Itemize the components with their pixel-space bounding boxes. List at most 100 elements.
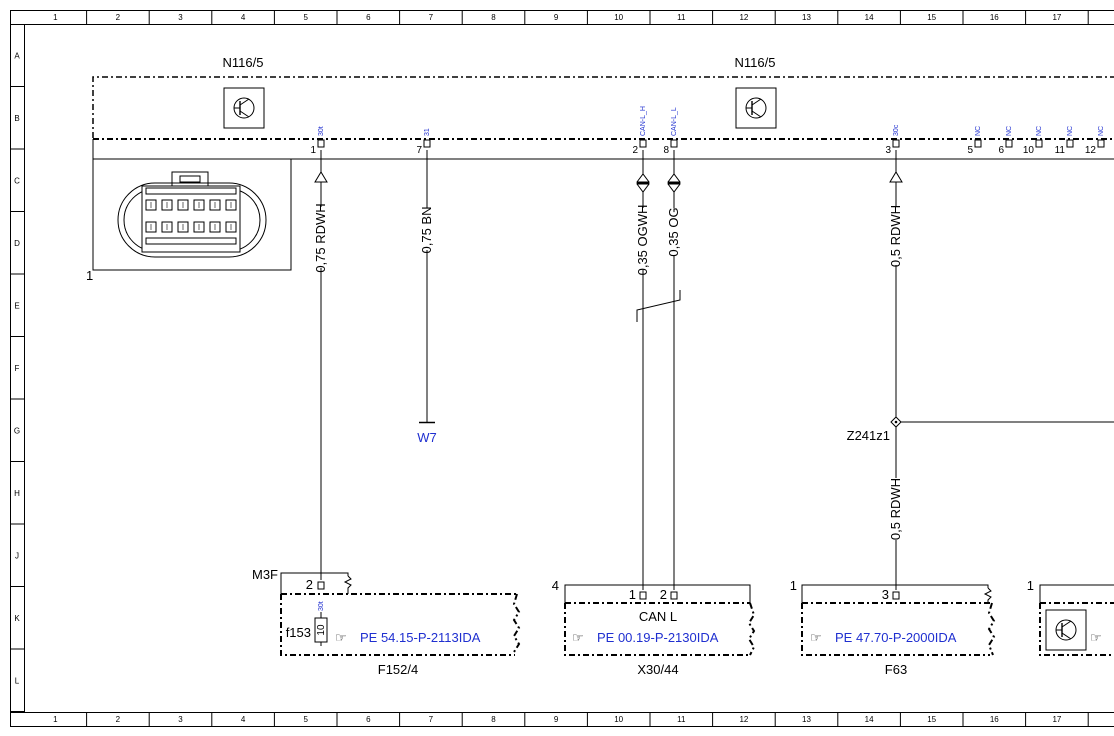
x30-ref-link[interactable]: PE 00.19-P-2130IDA xyxy=(597,630,719,645)
wire-label-1: 0,75 RDWH xyxy=(313,203,328,272)
pin-terminal xyxy=(1035,139,1043,148)
pin-terminal xyxy=(974,139,982,148)
svg-text:☞: ☞ xyxy=(1090,630,1102,645)
grid-column-label: 16 xyxy=(990,13,999,22)
wire-labels: 0,75 RDWH 0,75 BN 0,35 OGWH 0,35 OG 0,5 … xyxy=(313,203,903,540)
grid-column-label: 10 xyxy=(614,13,623,22)
pin-signal: NC xyxy=(975,126,982,136)
pin-number: 10 xyxy=(1023,145,1035,156)
x30-pin1: 1 xyxy=(629,587,636,602)
grid-row-label: F xyxy=(15,364,20,373)
wire-label-8: 0,35 OG xyxy=(666,207,681,256)
grid-column-label: 4 xyxy=(241,13,246,22)
m3f-label: M3F xyxy=(252,567,278,582)
pin-signal: CAN-L_H xyxy=(640,106,647,136)
connector-plug-icon xyxy=(117,171,267,258)
pin-terminal xyxy=(1005,139,1013,148)
pin-number: 6 xyxy=(998,145,1004,156)
grid-column-label: 17 xyxy=(1052,715,1061,724)
sheet-frame xyxy=(10,10,1114,727)
right-partial-component: 1 ☞ xyxy=(1027,578,1114,656)
pin-terminal xyxy=(892,139,900,148)
x30-pin2: 2 xyxy=(660,587,667,602)
grid-row-label: G xyxy=(14,426,20,435)
grid-row-label: D xyxy=(14,239,20,248)
grid-column-label: 6 xyxy=(366,13,371,22)
grid-row-label: A xyxy=(14,51,20,60)
pin-number: 12 xyxy=(1085,145,1097,156)
grid-column-label: 8 xyxy=(491,13,496,22)
splice-point: Z241z1 xyxy=(847,416,902,443)
right-count-label: 1 xyxy=(1027,578,1034,593)
grid-row-label: H xyxy=(14,489,20,498)
pin-terminal xyxy=(1066,139,1074,148)
grid-column-label: 14 xyxy=(865,715,874,724)
x30-count-label: 4 xyxy=(552,578,559,593)
grid-column-label: 11 xyxy=(677,715,686,724)
pin-signal: NC xyxy=(1067,126,1074,136)
n116-5-module: N116/5 N116/5 1 xyxy=(86,55,1114,283)
grid-row-label: B xyxy=(14,114,19,123)
grid-column-label: 3 xyxy=(178,13,183,22)
reference-hand-icon: ☞ xyxy=(810,630,822,645)
x30-44-label: X30/44 xyxy=(637,662,678,677)
wires xyxy=(320,150,1114,590)
pin-terminal xyxy=(1097,139,1105,148)
f63-label: F63 xyxy=(885,662,907,677)
pin-terminal xyxy=(670,139,678,148)
electronic-module-icon xyxy=(223,87,265,129)
grid-column-label: 3 xyxy=(178,715,183,724)
f152-pin-number: 2 xyxy=(306,577,313,592)
pin-signal: NC xyxy=(1006,126,1013,136)
pin-number: 8 xyxy=(663,145,669,156)
grid-row-label: J xyxy=(15,551,19,560)
grid-column-label: 16 xyxy=(990,715,999,724)
splice-label: Z241z1 xyxy=(847,428,890,443)
n116-right-label: N116/5 xyxy=(735,55,776,70)
f152-ref-link[interactable]: PE 54.15-P-2113IDA xyxy=(360,630,481,645)
grid-column-label: 8 xyxy=(491,715,496,724)
pin-signal: NC xyxy=(1036,126,1043,136)
x30-44-component: 4 1 2 CAN L ☞ PE 00.19-P-2130IDA X30/44 xyxy=(552,578,756,677)
grid-column-label: 5 xyxy=(303,715,308,724)
pin-number: 7 xyxy=(416,145,422,156)
pin-terminal xyxy=(423,139,431,148)
pin-signal: CAN-L_L xyxy=(671,107,678,136)
grid-column-label: 15 xyxy=(927,13,936,22)
reference-hand-icon: ☞ xyxy=(1090,630,1102,645)
wire-label-3: 0,5 RDWH xyxy=(888,205,903,267)
pin-number: 2 xyxy=(632,145,638,156)
pin-terminal xyxy=(639,139,647,148)
pin-signal: NC xyxy=(1098,126,1105,136)
f63-pin: 3 xyxy=(882,587,889,602)
grid-row-label: K xyxy=(14,614,20,623)
pin-terminal xyxy=(317,139,325,148)
wire-label-7: 0,75 BN xyxy=(419,207,434,254)
pin-number: 11 xyxy=(1055,145,1066,156)
grid-column-label: 7 xyxy=(429,13,434,22)
pin-number: 3 xyxy=(885,145,891,156)
electronic-module-icon xyxy=(1045,609,1087,651)
pin-number: 5 xyxy=(967,145,973,156)
grid-column-label: 15 xyxy=(927,715,936,724)
grid-column-label: 12 xyxy=(739,715,748,724)
grid-row-label: C xyxy=(14,176,20,185)
grid-column-label: 2 xyxy=(116,715,121,724)
grid-column-label: 2 xyxy=(116,13,121,22)
f63-ref-link[interactable]: PE 47.70-P-2000IDA xyxy=(835,630,957,645)
grid-column-label: 7 xyxy=(429,715,434,724)
pin-signal: 30c xyxy=(893,124,900,136)
grid-column-label: 11 xyxy=(677,13,686,22)
pin-number: 1 xyxy=(310,145,316,156)
can-l-label: CAN L xyxy=(639,609,677,624)
grid-column-label: 5 xyxy=(303,13,308,22)
reference-hand-icon: ☞ xyxy=(335,630,347,645)
grid-column-label: 9 xyxy=(554,715,559,724)
f152-4-component: M3F 2 30t 10 f153 ☞ PE 54.15-P-2113IDA F… xyxy=(252,567,521,677)
ground-w7-link[interactable]: W7 xyxy=(417,430,437,445)
f152-4-label: F152/4 xyxy=(378,662,418,677)
grid-column-label: 13 xyxy=(802,13,811,22)
f63-count-label: 1 xyxy=(790,578,797,593)
